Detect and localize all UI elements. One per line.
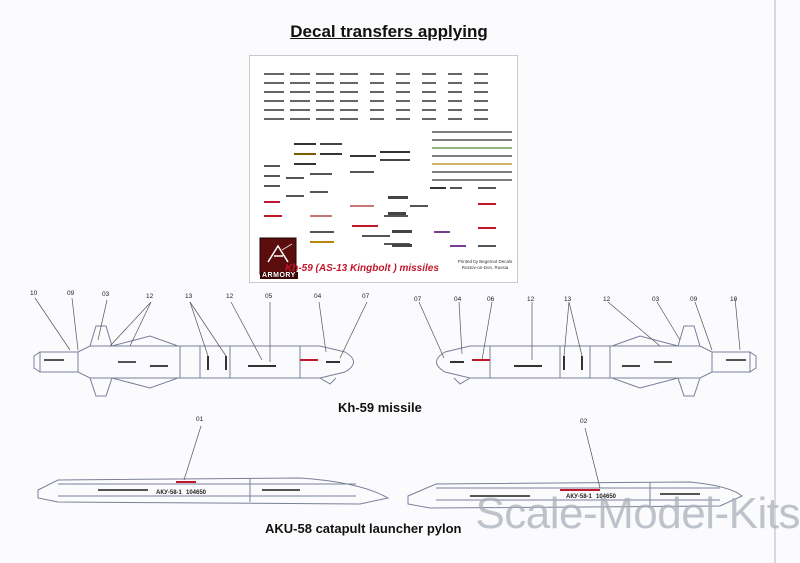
missile-caption: Kh-59 missile [338,400,422,415]
right-pylon-outline [407,481,743,509]
callout-right-8: 09 [690,296,698,303]
decal-sheet [249,55,518,283]
page-title: Decal transfers applying [290,22,488,41]
watermark: Scale-Model-Kits [475,489,800,538]
callout-left-9: 07 [362,293,370,300]
callout-left-8: 04 [314,293,322,300]
armory-logo-text: ARMORY [260,272,298,279]
callout-right-4: 12 [527,296,535,303]
callout-left-5: 13 [185,293,193,300]
callout-right-9: 10 [730,296,738,303]
page-fold-line [774,0,776,563]
pylon-caption: AKU-58 catapult launcher pylon [265,521,462,536]
callout-right-5: 13 [564,296,572,303]
callout-right-2: 04 [454,296,462,303]
callout-left-7: 05 [265,293,273,300]
callout-pylon-1: 01 [196,416,204,423]
callout-left-3: 03 [102,291,110,298]
callout-right-7: 03 [652,296,660,303]
right-pylon-stencil: АКУ-58-1 [566,494,593,500]
callout-pylon-2: 02 [580,418,588,425]
callout-left-6: 12 [226,293,234,300]
callout-right-3: 06 [487,296,495,303]
left-pylon-stencil: АКУ-58-1 [156,490,183,496]
printer-credit: Printed by Begemot Decals Rostov-on-Don,… [457,259,513,270]
callout-right-6: 12 [603,296,611,303]
left-missile-outline [33,325,354,397]
callout-left-1: 10 [30,290,38,297]
right-missile-outline [436,325,757,397]
decal-sheet-title: Kh-59 (AS-13 Kingbolt ) missiles [285,263,439,274]
callout-left-2: 09 [67,290,75,297]
callout-right-1: 07 [414,296,422,303]
right-pylon-number: 104650 [596,494,617,500]
left-pylon-outline [37,477,390,505]
left-pylon-number: 104650 [186,490,207,496]
callout-left-4: 12 [146,293,154,300]
